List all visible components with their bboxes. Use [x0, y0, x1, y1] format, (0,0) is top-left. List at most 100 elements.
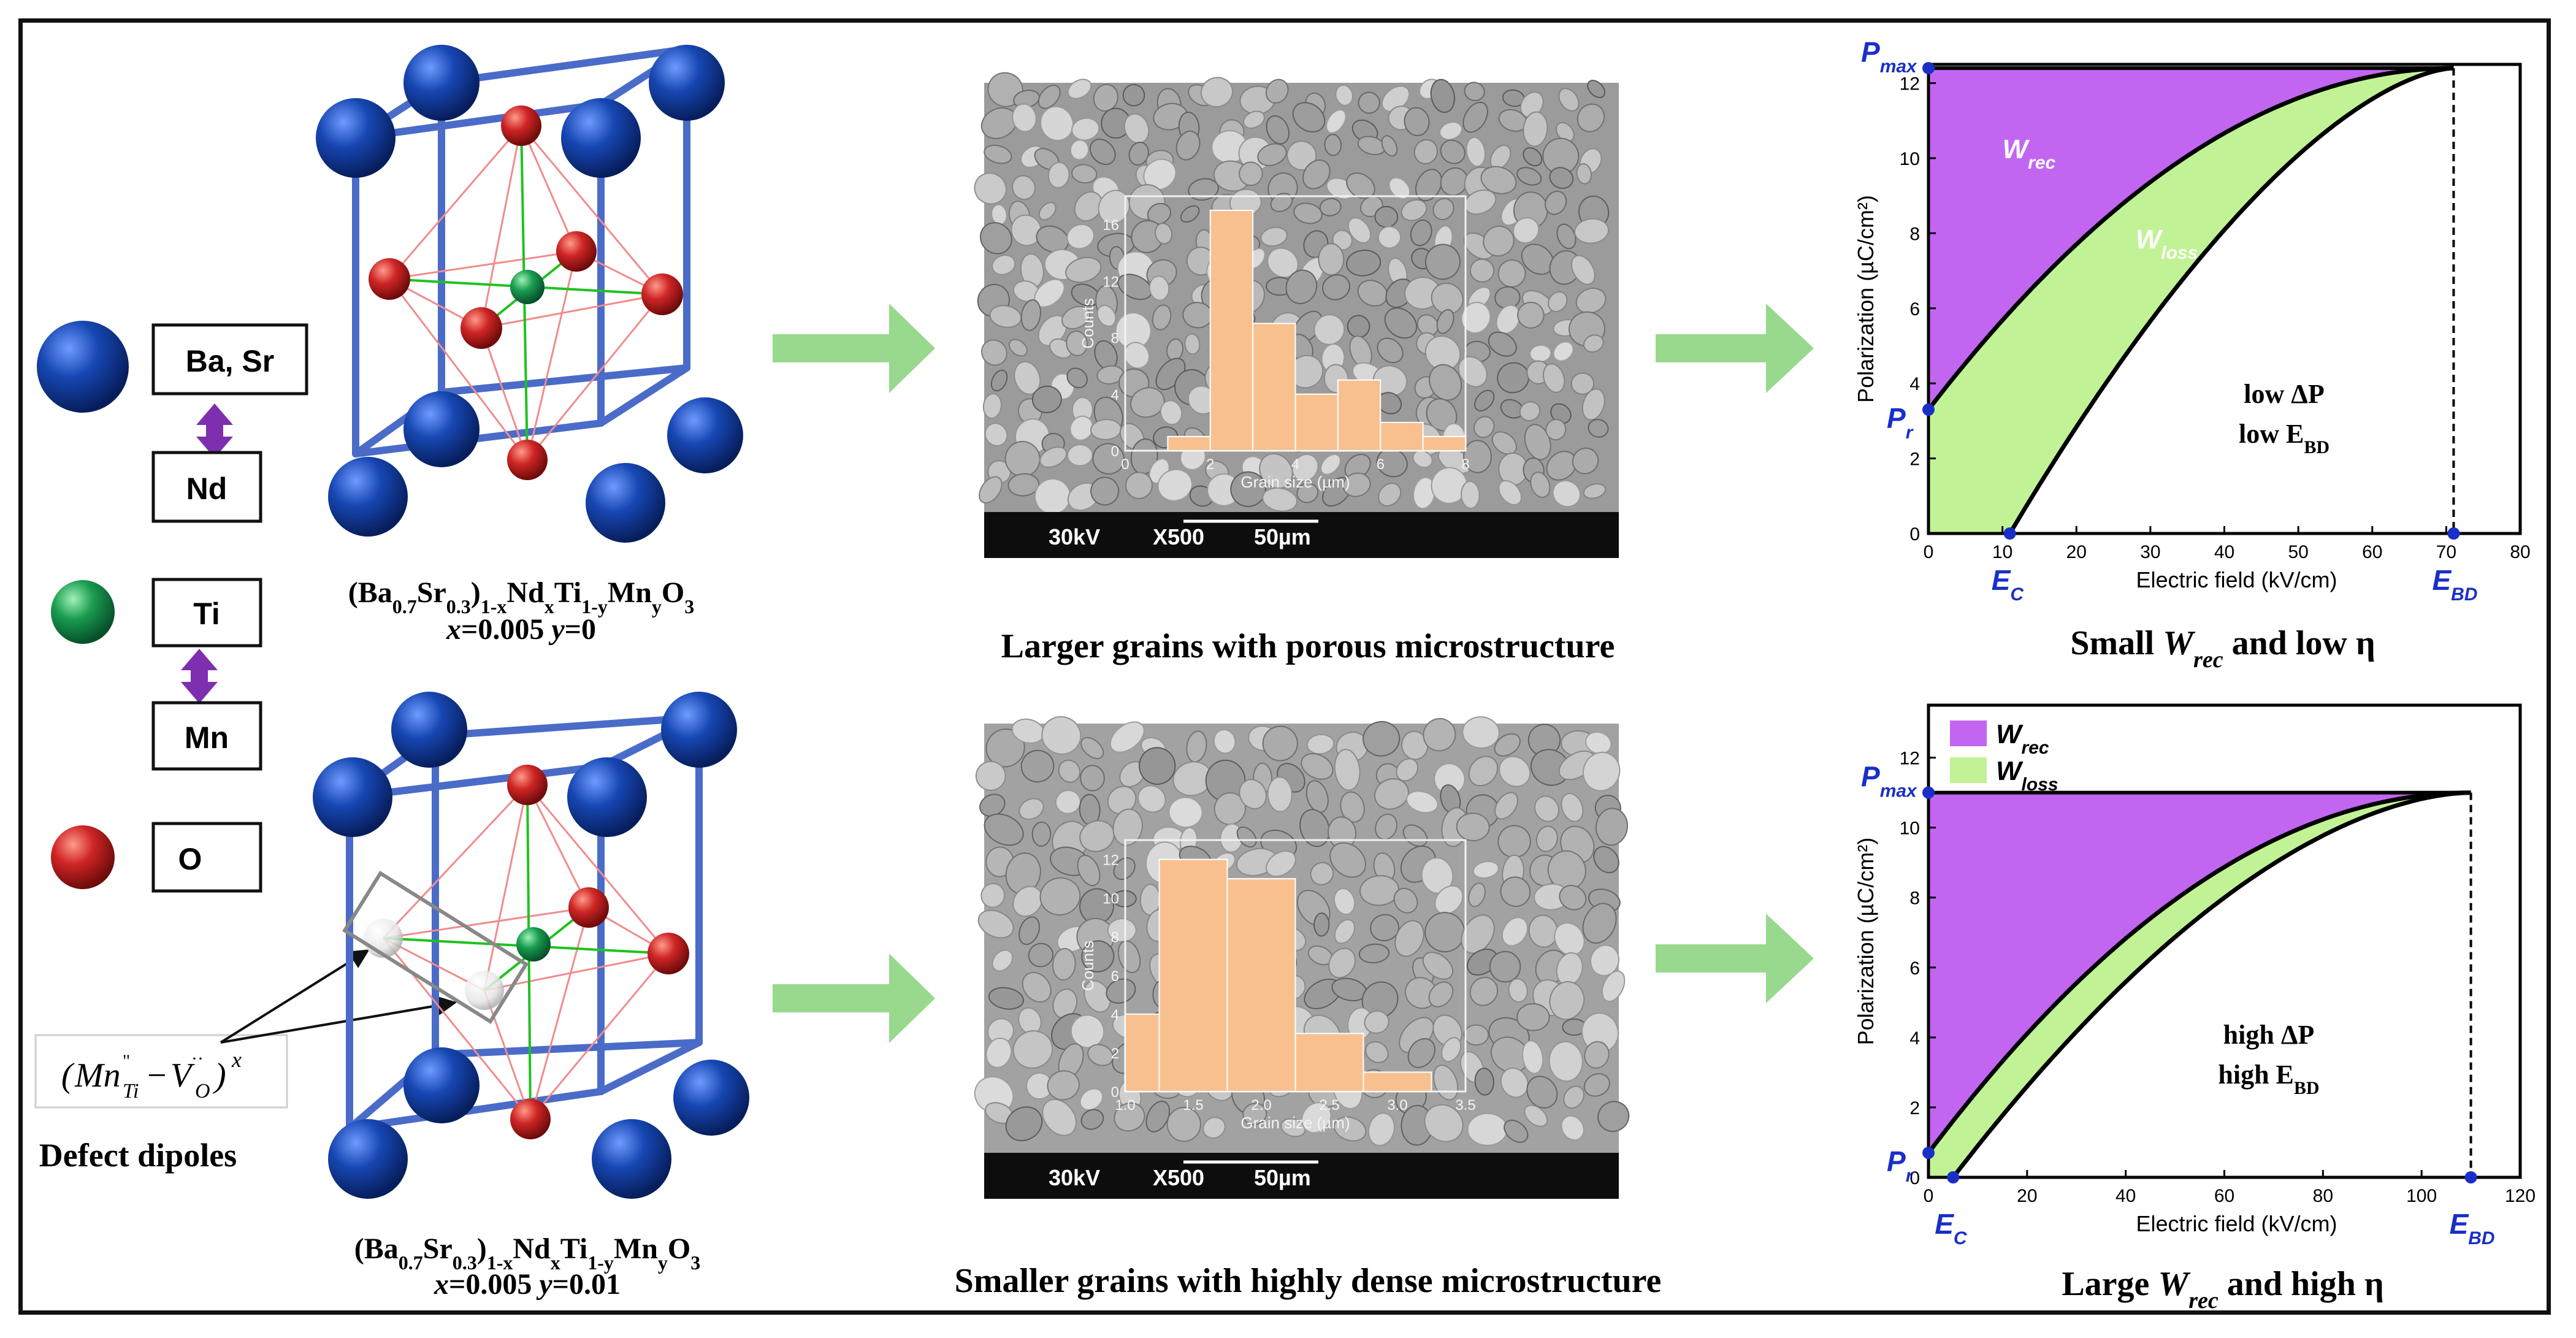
x-tick-label: 120	[2505, 1186, 2536, 1206]
flow-arrow-icon	[773, 954, 935, 1043]
defect-pointer-arrow	[220, 996, 457, 1044]
flow-arrow-icon	[1656, 304, 1814, 393]
defect-dipole-highlight-box	[342, 871, 529, 1024]
x-tick-label: 6	[1377, 456, 1385, 473]
key-point	[2464, 1171, 2477, 1183]
pe-note-bottom-2: high EBD	[2218, 1060, 2319, 1098]
nd-box	[151, 451, 262, 523]
pe-caption-top: Small Wrec and low η	[2070, 624, 2375, 673]
oxygen-atoms	[507, 765, 689, 1139]
pe-note-top-1: low ΔP	[2244, 379, 2324, 409]
x-tick-label: 0	[1924, 542, 1934, 562]
params-top: x=0.005 y=0	[446, 613, 596, 646]
key-point	[2003, 527, 2016, 540]
svg-text:Mn: Mn	[74, 1057, 121, 1095]
formula-bottom: (Ba0.7Sr0.3)1-xNdxTi1-yMnyO3	[354, 1233, 700, 1274]
sem-caption-bottom: Smaller grains with highly dense microst…	[955, 1262, 1662, 1300]
x-tick-label: 1.0	[1115, 1097, 1135, 1114]
histogram-bar	[1167, 435, 1211, 452]
x-tick-label: 100	[2406, 1186, 2437, 1206]
sem-magnification: X500	[1153, 524, 1204, 549]
y-tick-label: 8	[1111, 331, 1119, 347]
swap-arrow-icon	[181, 649, 218, 703]
x-tick-label: 20	[2066, 542, 2087, 562]
histogram-bar	[1125, 1013, 1160, 1093]
y-axis-label: Polarization (µC/cm²)	[1853, 838, 1878, 1046]
wrec-region	[1928, 68, 2454, 410]
x-tick-label: 0	[1121, 456, 1129, 473]
key-point	[2447, 527, 2460, 540]
histogram-bar	[1226, 878, 1296, 1092]
x-tick-label: 8	[1461, 456, 1469, 473]
formula-top: (Ba0.7Sr0.3)1-xNdxTi1-yMnyO3	[348, 576, 694, 617]
svg-text:V: V	[170, 1057, 195, 1095]
a-site-atoms	[316, 45, 743, 543]
histogram-bar	[1158, 858, 1228, 1092]
y-tick-label: 6	[1909, 299, 1920, 319]
pr-label: Pr	[1887, 402, 1914, 443]
histogram-bar	[1380, 421, 1424, 452]
y-tick-label: 2	[1909, 449, 1920, 470]
histogram-bar	[1294, 393, 1339, 451]
y-tick-label: 0	[1909, 1168, 1920, 1188]
y-tick-label: 10	[1900, 819, 1920, 839]
pmax-label: Pmax	[1861, 36, 1917, 77]
flow-arrow-icon	[1656, 914, 1814, 1003]
pe-note-bottom-1: high ΔP	[2223, 1020, 2315, 1050]
histogram-bar	[1363, 1071, 1432, 1093]
x-tick-label: 40	[2115, 1186, 2136, 1206]
ec-label: EC	[1935, 1208, 1968, 1248]
svg-text:−: −	[147, 1057, 167, 1095]
y-tick-label: 0	[1111, 443, 1119, 460]
pe-caption-bottom: Large Wrec and high η	[2062, 1265, 2383, 1313]
y-tick-label: 16	[1103, 217, 1119, 234]
flow-arrow-icon	[773, 304, 935, 393]
x-axis-label: Grain size (µm)	[1240, 1114, 1350, 1132]
y-tick-label: 12	[1900, 749, 1920, 769]
x-tick-label: 0	[1924, 1186, 1934, 1206]
x-tick-label: 40	[2214, 542, 2234, 562]
x-tick-label: 2	[1206, 456, 1214, 473]
grain-texture	[974, 716, 1630, 1147]
y-axis-label: Counts	[1079, 298, 1097, 348]
y-tick-label: 12	[1900, 74, 1920, 94]
y-axis-label: Counts	[1079, 941, 1097, 991]
ti-atom-icon	[51, 580, 115, 644]
sem-scale-label: 50µm	[1254, 1165, 1311, 1190]
histogram-bar	[1294, 1033, 1364, 1093]
mn-label: Mn	[185, 721, 229, 755]
svg-text:Ti: Ti	[123, 1080, 139, 1103]
histogram-bar	[1209, 210, 1254, 451]
x-tick-label: 30	[2140, 542, 2160, 562]
o-box	[151, 822, 262, 893]
ebd-label: EBD	[2450, 1208, 2495, 1248]
x-tick-label: 10	[1992, 542, 2012, 562]
mn-atom	[516, 927, 551, 961]
sem-scale-label: 50µm	[1254, 524, 1311, 549]
svg-text:O: O	[195, 1080, 210, 1103]
y-tick-label: 10	[1900, 149, 1920, 169]
x-tick-label: 60	[2362, 542, 2382, 562]
x-tick-label: 80	[2313, 1186, 2333, 1206]
ebd-label: EBD	[2432, 564, 2477, 605]
sem-caption-top: Larger grains with porous microstructure	[1001, 627, 1615, 665]
y-tick-label: 12	[1103, 852, 1119, 869]
params-bottom: x=0.005 y=0.01	[434, 1268, 621, 1301]
y-tick-label: 8	[1111, 930, 1119, 946]
wrec-region	[1928, 792, 2471, 1153]
x-axis-label: Electric field (kV/cm)	[2136, 1211, 2337, 1236]
crystal-structure-top: (Ba0.7Sr0.3)1-xNdxTi1-yMnyO3 x=0.005 y=0	[316, 45, 743, 646]
a-site-atoms	[313, 692, 749, 1199]
svg-text:··: ··	[191, 1049, 204, 1069]
y-tick-label: 12	[1103, 273, 1119, 290]
figure-border	[18, 18, 2551, 1315]
y-tick-label: 10	[1103, 891, 1119, 908]
sem-magnification: X500	[1153, 1165, 1204, 1190]
y-tick-label: 4	[1111, 1007, 1119, 1023]
o-label: O	[178, 842, 202, 876]
wloss-region	[1928, 68, 2454, 534]
